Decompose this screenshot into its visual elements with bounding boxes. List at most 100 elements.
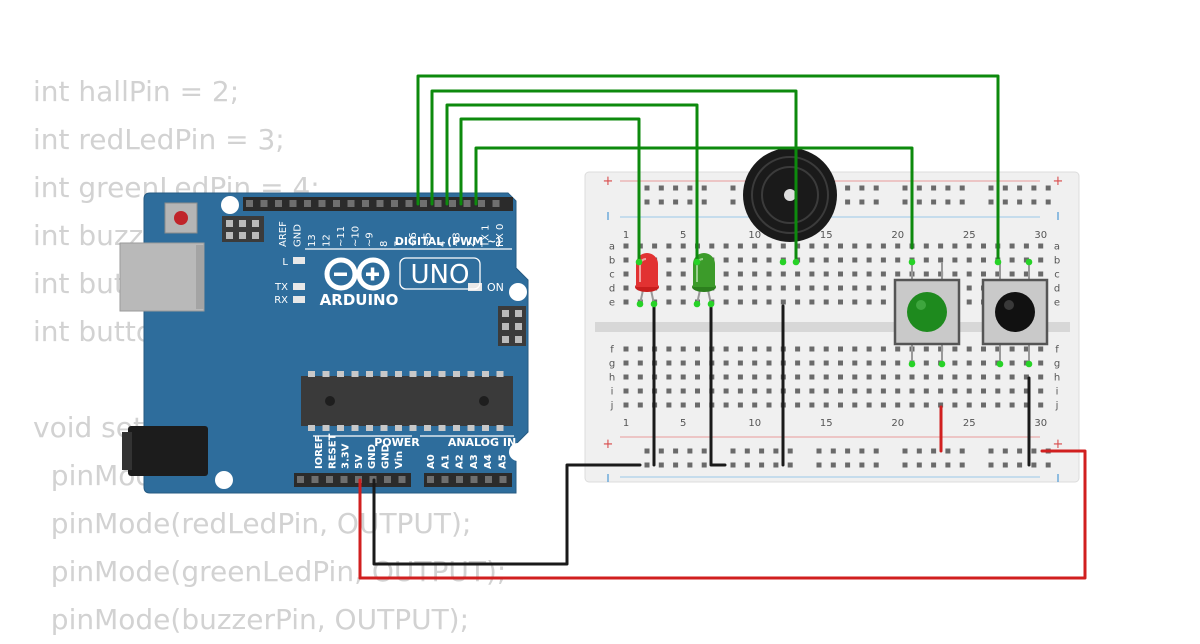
breadboard-hole[interactable] [695, 388, 700, 394]
breadboard-hole[interactable] [809, 402, 815, 408]
rail-hole[interactable] [644, 185, 650, 191]
breadboard-hole[interactable] [795, 299, 801, 305]
rail-hole[interactable] [902, 448, 908, 454]
breadboard-hole[interactable] [1038, 257, 1044, 263]
breadboard-hole[interactable] [923, 402, 929, 408]
rail-hole[interactable] [859, 185, 865, 191]
header-pin[interactable] [318, 200, 326, 207]
breadboard-hole[interactable] [938, 243, 944, 249]
header-pin[interactable] [384, 476, 391, 483]
breadboard-hole[interactable] [838, 374, 843, 380]
breadboard-hole[interactable] [666, 388, 672, 394]
breadboard-hole[interactable] [737, 346, 743, 352]
breadboard-hole[interactable] [981, 271, 986, 277]
rail-hole[interactable] [687, 199, 693, 205]
breadboard-hole[interactable] [838, 360, 843, 366]
breadboard-hole[interactable] [895, 257, 901, 263]
breadboard-hole[interactable] [995, 402, 1001, 408]
breadboard-hole[interactable] [666, 360, 672, 366]
breadboard-hole[interactable] [1038, 374, 1044, 380]
breadboard-hole[interactable] [766, 299, 772, 305]
rail-hole[interactable] [916, 185, 922, 191]
breadboard-hole[interactable] [637, 360, 643, 366]
rail-hole[interactable] [673, 199, 679, 205]
breadboard-hole[interactable] [823, 285, 829, 291]
breadboard-hole[interactable] [795, 346, 801, 352]
rail-hole[interactable] [1017, 448, 1023, 454]
breadboard-hole[interactable] [823, 271, 829, 277]
breadboard-hole[interactable] [895, 243, 901, 249]
breadboard-hole[interactable] [809, 299, 815, 305]
breadboard-hole[interactable] [795, 271, 801, 277]
breadboard-hole[interactable] [695, 346, 700, 352]
rail-hole[interactable] [773, 448, 779, 454]
rail-hole[interactable] [931, 448, 937, 454]
breadboard-hole[interactable] [952, 257, 958, 263]
rail-hole[interactable] [1017, 185, 1023, 191]
rail-hole[interactable] [845, 185, 851, 191]
breadboard-hole[interactable] [866, 388, 872, 394]
rail-hole[interactable] [673, 462, 679, 468]
breadboard-hole[interactable] [866, 243, 872, 249]
header-pin[interactable] [347, 200, 355, 207]
rail-hole[interactable] [730, 448, 736, 454]
breadboard-hole[interactable] [666, 299, 672, 305]
header-pin[interactable] [485, 476, 492, 483]
breadboard-hole[interactable] [680, 257, 686, 263]
breadboard-hole[interactable] [680, 360, 686, 366]
breadboard-hole[interactable] [966, 299, 972, 305]
rail-hole[interactable] [787, 448, 793, 454]
rail-hole[interactable] [988, 185, 994, 191]
rail-hole[interactable] [859, 199, 865, 205]
breadboard-hole[interactable] [752, 257, 758, 263]
rail-hole[interactable] [845, 462, 851, 468]
breadboard-hole[interactable] [952, 346, 958, 352]
breadboard-hole[interactable] [1023, 374, 1029, 380]
breadboard-hole[interactable] [695, 402, 700, 408]
breadboard-hole[interactable] [780, 299, 786, 305]
breadboard-hole[interactable] [795, 388, 801, 394]
breadboard-hole[interactable] [752, 285, 758, 291]
breadboard-hole[interactable] [981, 257, 986, 263]
breadboard-hole[interactable] [966, 402, 972, 408]
breadboard-hole[interactable] [895, 360, 901, 366]
breadboard-hole[interactable] [823, 299, 829, 305]
breadboard-hole[interactable] [723, 271, 729, 277]
breadboard-hole[interactable] [1038, 243, 1044, 249]
breadboard-hole[interactable] [852, 374, 858, 380]
header-pin[interactable] [376, 200, 384, 207]
breadboard-hole[interactable] [723, 346, 729, 352]
breadboard-hole[interactable] [823, 346, 829, 352]
breadboard-hole[interactable] [823, 388, 829, 394]
breadboard-hole[interactable] [1009, 402, 1015, 408]
breadboard-hole[interactable] [823, 243, 829, 249]
breadboard-hole[interactable] [866, 271, 872, 277]
breadboard-hole[interactable] [623, 374, 629, 380]
rail-hole[interactable] [916, 199, 922, 205]
header-pin[interactable] [355, 476, 362, 483]
breadboard-hole[interactable] [780, 243, 786, 249]
breadboard-hole[interactable] [966, 346, 972, 352]
breadboard-hole[interactable] [838, 402, 843, 408]
breadboard-hole[interactable] [752, 402, 758, 408]
rail-hole[interactable] [873, 448, 879, 454]
breadboard-hole[interactable] [923, 374, 929, 380]
header-pin[interactable] [420, 200, 427, 207]
breadboard-hole[interactable] [752, 243, 758, 249]
breadboard-hole[interactable] [1009, 271, 1015, 277]
breadboard-hole[interactable] [723, 257, 729, 263]
rail-hole[interactable] [959, 185, 965, 191]
rail-hole[interactable] [773, 462, 779, 468]
header-pin[interactable] [478, 200, 485, 207]
breadboard-hole[interactable] [766, 243, 772, 249]
rail-hole[interactable] [687, 462, 693, 468]
rail-hole[interactable] [1031, 462, 1037, 468]
rail-hole[interactable] [916, 462, 922, 468]
breadboard-hole[interactable] [981, 374, 986, 380]
breadboard-hole[interactable] [737, 243, 743, 249]
breadboard-hole[interactable] [623, 257, 629, 263]
breadboard-hole[interactable] [709, 243, 715, 249]
breadboard-hole[interactable] [1038, 346, 1044, 352]
breadboard-hole[interactable] [866, 299, 872, 305]
breadboard-hole[interactable] [766, 271, 772, 277]
